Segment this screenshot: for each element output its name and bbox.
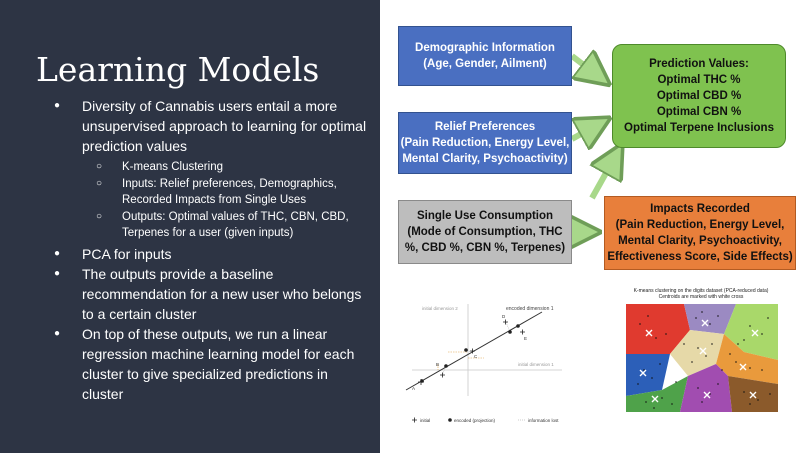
legend-encoded: encoded (projection) (454, 418, 496, 423)
kmeans-subtitle: Centroids are marked with white cross (658, 294, 744, 300)
kmeans-figure-caption: K-means clustering on the digits dataset… (616, 288, 786, 300)
arrow-demographic-to-prediction (570, 56, 606, 82)
kmeans-figure (626, 304, 778, 412)
bullet-pca: PCA for inputs (54, 244, 372, 264)
centroid-markers (639, 319, 759, 403)
bullet-list: Diversity of Cannabis users entail a mor… (0, 96, 380, 404)
text-panel: Learning Models Diversity of Cannabis us… (0, 0, 380, 453)
kmeans-title: K-means clustering on the digits dataset… (633, 288, 769, 294)
bullet-baseline: The outputs provide a baseline recommend… (54, 264, 372, 324)
axis-label-encoded: encoded dimension 1 (506, 306, 554, 312)
figure-panel: Demographic Information (Age, Gender, Ai… (380, 0, 806, 453)
flow-arrows (380, 0, 806, 290)
point-label-c: C (474, 354, 478, 359)
legend-information-lost: information lost (528, 418, 559, 423)
point-label-a: A (412, 386, 415, 391)
point-label-b: B (436, 362, 439, 367)
arrow-relief-to-prediction (570, 120, 606, 139)
pca-figure: initial dimension 2 initial dimension 1 … (405, 304, 562, 423)
sub-bullet-kmeans: K-means Clustering (96, 159, 362, 176)
slide-title: Learning Models (36, 50, 320, 89)
box-impacts-recorded: Impacts Recorded (Pain Reduction, Energy… (604, 196, 796, 270)
box-single-use-consumption: Single Use Consumption (Mode of Consumpt… (398, 200, 572, 264)
axis-label-initial-2: initial dimension 2 (422, 306, 458, 311)
box-prediction-values: Prediction Values: Optimal THC % Optimal… (612, 44, 786, 148)
box-relief-preferences: Relief Preferences (Pain Reduction, Ener… (398, 112, 572, 174)
sub-bullet-inputs: Inputs: Relief preferences, Demographics… (96, 176, 362, 209)
sub-bullet-outputs: Outputs: Optimal values of THC, CBN, CBD… (96, 209, 362, 242)
point-label-d: D (502, 314, 506, 319)
bullet-regression: On top of these outputs, we run a linear… (54, 324, 372, 404)
box-demographic-information: Demographic Information (Age, Gender, Ai… (398, 26, 572, 86)
bullet-diversity: Diversity of Cannabis users entail a mor… (54, 96, 372, 156)
arrow-impacts-to-prediction (589, 148, 620, 200)
legend-initial: initial (420, 418, 430, 423)
point-label-e: E (524, 336, 527, 341)
axis-label-initial-1: initial dimension 1 (518, 362, 554, 367)
